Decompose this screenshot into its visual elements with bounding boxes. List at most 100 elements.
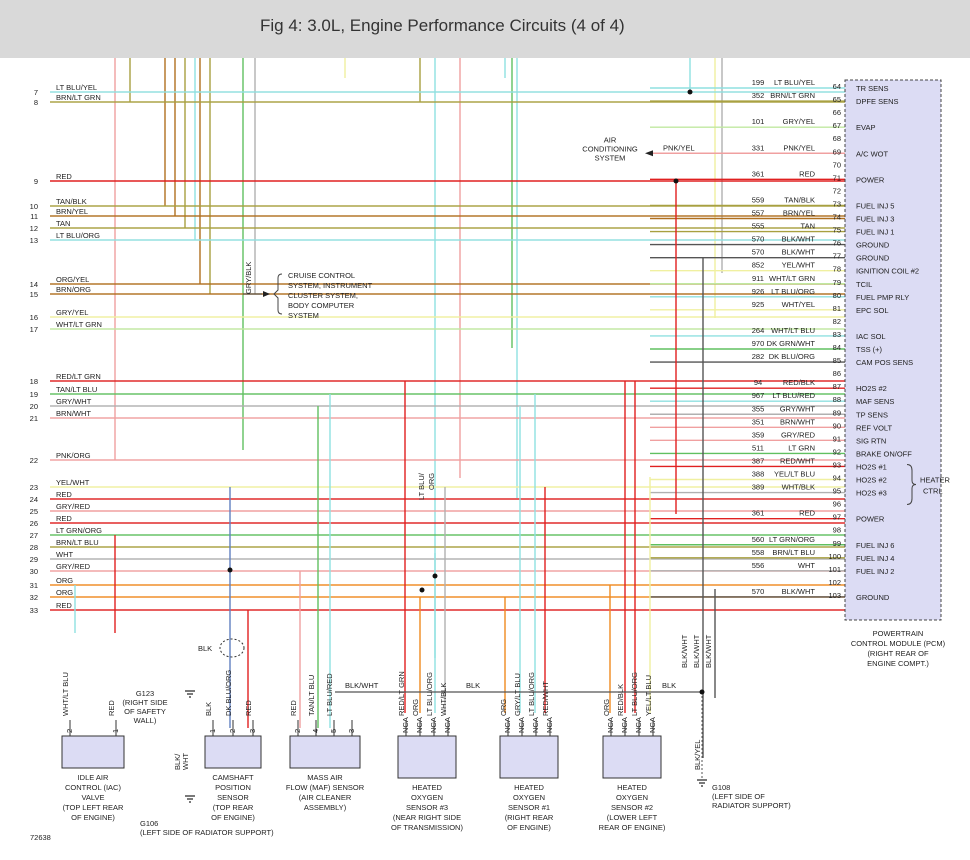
pcm-circuit-number: 361 <box>752 169 765 178</box>
ho2s-2-caption-line: (LOWER LEFT <box>607 813 658 822</box>
pcm-circuit-number: 101 <box>752 117 765 126</box>
gry-blk-label: GRY/BLK <box>244 262 253 294</box>
ho2s-3-wire-label: LT BLU/ORG <box>425 672 434 716</box>
camshaft-sensor-wire-label: RED <box>244 700 253 716</box>
wire-label-17: WHT/LT GRN <box>56 320 102 329</box>
wire-number-33: 33 <box>30 606 38 615</box>
camshaft-sensor-caption-line: CAMSHAFT <box>212 773 254 782</box>
ho2s-1-caption-line: OXYGEN <box>513 793 545 802</box>
pcm-pin-function: FUEL INJ 1 <box>856 228 894 237</box>
pcm-pin-function: HO2S #2 <box>856 384 887 393</box>
cruise-caption-line: SYSTEM, INSTRUMENT <box>288 281 373 290</box>
pcm-pin-number: 103 <box>828 591 841 600</box>
ho2s-3-wire-label: RED/LT GRN <box>397 671 406 716</box>
pcm-pin-number: 67 <box>833 121 841 130</box>
shield-icon <box>219 638 245 658</box>
heater-ctrl-label-2: CTRL <box>923 486 943 495</box>
wire-number-30: 30 <box>30 567 38 576</box>
pcm-pin-number: 92 <box>833 447 841 456</box>
iac-valve-box <box>61 735 125 769</box>
pcm-pin-function: TP SENS <box>856 410 888 419</box>
wire-number-31: 31 <box>30 581 38 590</box>
pcm-wire-color: GRY/YEL <box>783 117 815 126</box>
ho2s-2-caption-line: OXYGEN <box>616 793 648 802</box>
pcm-wire-color: LT GRN <box>788 443 815 452</box>
pcm-pin-function: GROUND <box>856 241 890 250</box>
pcm-wire-color: GRY/RED <box>781 430 816 439</box>
ho2s-2-caption-line: SENSOR #2 <box>611 803 653 812</box>
wire-label-33: RED <box>56 601 72 610</box>
wire-number-21: 21 <box>30 414 38 423</box>
maf-sensor-caption-line: (AIR CLEANER <box>299 793 352 802</box>
wire-number-7: 7 <box>34 88 38 97</box>
ho2s-3-box <box>397 735 457 779</box>
pcm-caption-line: POWERTRAIN <box>873 629 924 638</box>
splice-dot <box>419 587 425 593</box>
pcm-pin-number: 94 <box>833 474 841 483</box>
pcm-wire-color: LT BLU/YEL <box>774 78 815 87</box>
pcm-wire-color: WHT/LT BLU <box>771 326 815 335</box>
pcm-pin-function: GROUND <box>856 254 890 263</box>
pcm-pin-number: 86 <box>833 369 841 378</box>
pcm-wire-color: DK BLU/ORG <box>769 352 815 361</box>
pcm-pin-function: IGNITION COIL #2 <box>856 267 919 276</box>
blk-wht-v3: BLK/WHT <box>704 634 713 668</box>
pcm-pin-function: TCIL <box>856 280 872 289</box>
pcm-pin-function: A/C WOT <box>856 149 888 158</box>
pcm-circuit-number: 560 <box>752 535 765 544</box>
ac-caption-line: SYSTEM <box>595 153 626 162</box>
camshaft-sensor-caption-line: SENSOR <box>217 793 249 802</box>
wire-label-25: GRY/RED <box>56 502 91 511</box>
pcm-pin-number: 72 <box>833 186 841 195</box>
camshaft-sensor-wire-label: DK BLU/ORG <box>224 670 233 716</box>
wire-number-12: 12 <box>30 224 38 233</box>
pcm-pin-number: 88 <box>833 395 841 404</box>
wire-number-22: 22 <box>30 456 38 465</box>
wire-label-8: BRN/LT GRN <box>56 93 101 102</box>
wire-number-13: 13 <box>30 236 38 245</box>
ho2s-3-wire-label: WHT/BLK <box>439 683 448 716</box>
pcm-wire-color: TAN/BLK <box>784 195 815 204</box>
pcm-pin-number: 99 <box>833 539 841 548</box>
pcm-pin-number: 85 <box>833 356 841 365</box>
pcm-pin-number: 73 <box>833 199 841 208</box>
wire-number-8: 8 <box>34 98 38 107</box>
pcm-circuit-number: 352 <box>752 91 765 100</box>
wire-label-27: LT GRN/ORG <box>56 526 102 535</box>
wire-number-26: 26 <box>30 519 38 528</box>
wire-label-26: RED <box>56 514 72 523</box>
pcm-pin-function: EPC SOL <box>856 306 889 315</box>
lt-blu-label: LT BLU/ <box>417 472 426 500</box>
wire-label-19: TAN/LT BLU <box>56 385 97 394</box>
wire-number-11: 11 <box>30 212 38 221</box>
wire-number-17: 17 <box>30 325 38 334</box>
wire-number-25: 25 <box>30 507 38 516</box>
wire-number-18: 18 <box>30 377 38 386</box>
pcm-pin-function: FUEL INJ 3 <box>856 215 894 224</box>
maf-sensor-caption-line: MASS AIR <box>307 773 343 782</box>
wire-number-20: 20 <box>30 402 38 411</box>
ground-caption-line: (LEFT SIDE OF <box>712 792 765 801</box>
pcm-wire-color: RED/WHT <box>780 456 815 465</box>
iac-valve-wire-label: WHT/LT BLU <box>61 672 70 716</box>
pcm-circuit-number: 355 <box>752 404 765 413</box>
wire-number-27: 27 <box>30 531 38 540</box>
cruise-arrow-icon <box>263 291 270 297</box>
pcm-wire-color: TAN <box>801 222 815 231</box>
heater-ctrl-label: HEATER <box>920 475 950 484</box>
ac-caption-line: AIR <box>604 135 617 144</box>
pcm-pin-number: 68 <box>833 134 841 143</box>
wire-label-13: LT BLU/ORG <box>56 231 100 240</box>
wire-label-20: GRY/WHT <box>56 397 92 406</box>
pcm-pin-function: FUEL INJ 6 <box>856 541 894 550</box>
pcm-pin-function: MAF SENS <box>856 397 894 406</box>
wire-label-18: RED/LT GRN <box>56 372 101 381</box>
pcm-circuit-number: 570 <box>752 235 765 244</box>
pcm-pin-function: EVAP <box>856 123 875 132</box>
pcm-wire-color: RED <box>799 169 815 178</box>
iac-valve-caption-line: (TOP LEFT REAR <box>63 803 124 812</box>
wire-number-14: 14 <box>30 280 38 289</box>
splice-dot <box>227 567 233 573</box>
